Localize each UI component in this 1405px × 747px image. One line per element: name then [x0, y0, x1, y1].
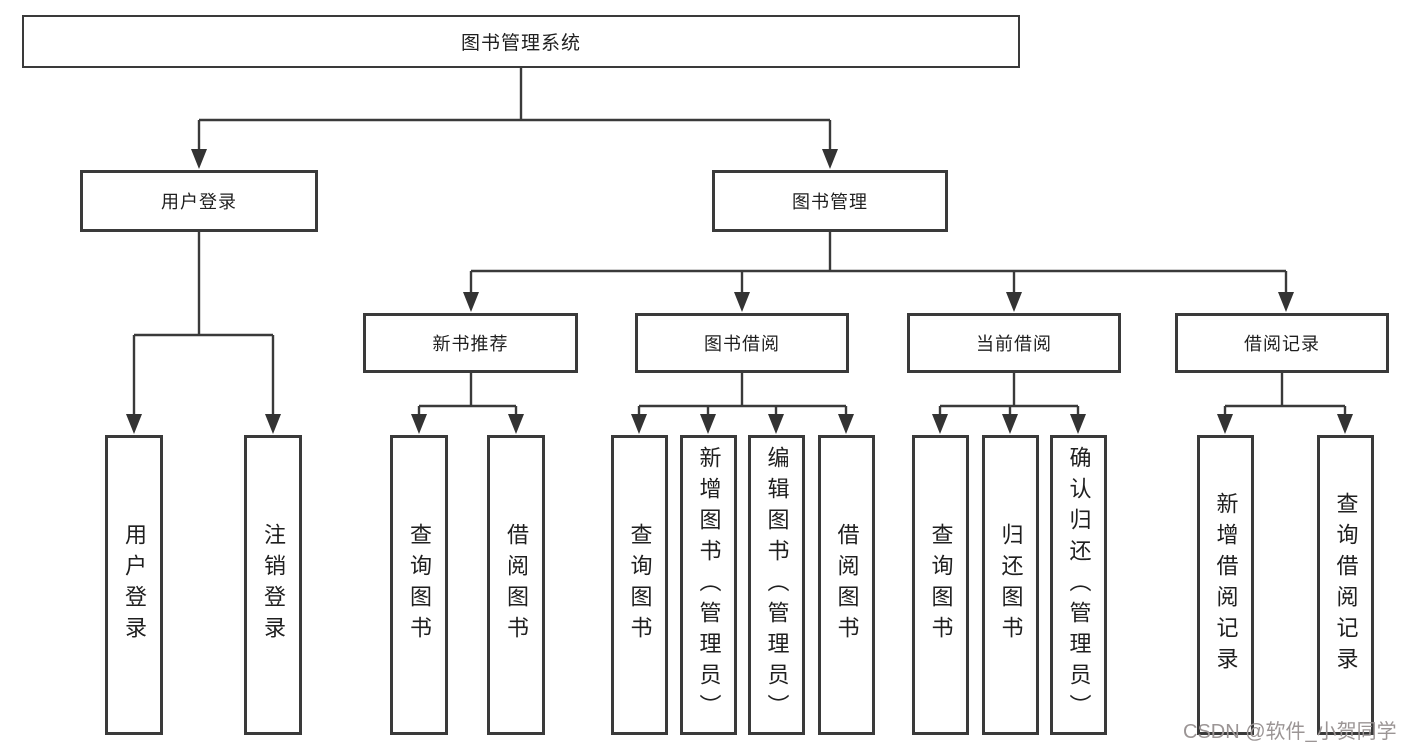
node-user-login: 用户登录 — [80, 170, 318, 232]
leaf-borrow-books-recommend: 借阅图书 — [487, 435, 545, 735]
node-borrow-records: 借阅记录 — [1175, 313, 1389, 373]
leaf-query-books-recommend: 查询图书 — [390, 435, 448, 735]
leaf-query-borrow-record: 查询借阅记录 — [1317, 435, 1374, 735]
node-current-borrow: 当前借阅 — [907, 313, 1121, 373]
node-new-book-recommend: 新书推荐 — [363, 313, 578, 373]
leaf-confirm-return-admin: 确认归还（管理员） — [1050, 435, 1107, 735]
leaf-logout: 注销登录 — [244, 435, 302, 735]
node-library-management-system: 图书管理系统 — [22, 15, 1020, 68]
leaf-add-borrow-record: 新增借阅记录 — [1197, 435, 1254, 735]
leaf-user-login: 用户登录 — [105, 435, 163, 735]
leaf-query-books-borrow: 查询图书 — [611, 435, 668, 735]
node-book-borrow: 图书借阅 — [635, 313, 849, 373]
leaf-borrow-books: 借阅图书 — [818, 435, 875, 735]
csdn-watermark: CSDN @软件_小贺同学 — [1183, 721, 1397, 743]
leaf-edit-books-admin: 编辑图书（管理员） — [748, 435, 805, 735]
leaf-return-books: 归还图书 — [982, 435, 1039, 735]
arrowheads — [126, 149, 1353, 434]
node-book-management: 图书管理 — [712, 170, 948, 232]
leaf-add-books-admin: 新增图书（管理员） — [680, 435, 737, 735]
leaf-query-books-current: 查询图书 — [912, 435, 969, 735]
